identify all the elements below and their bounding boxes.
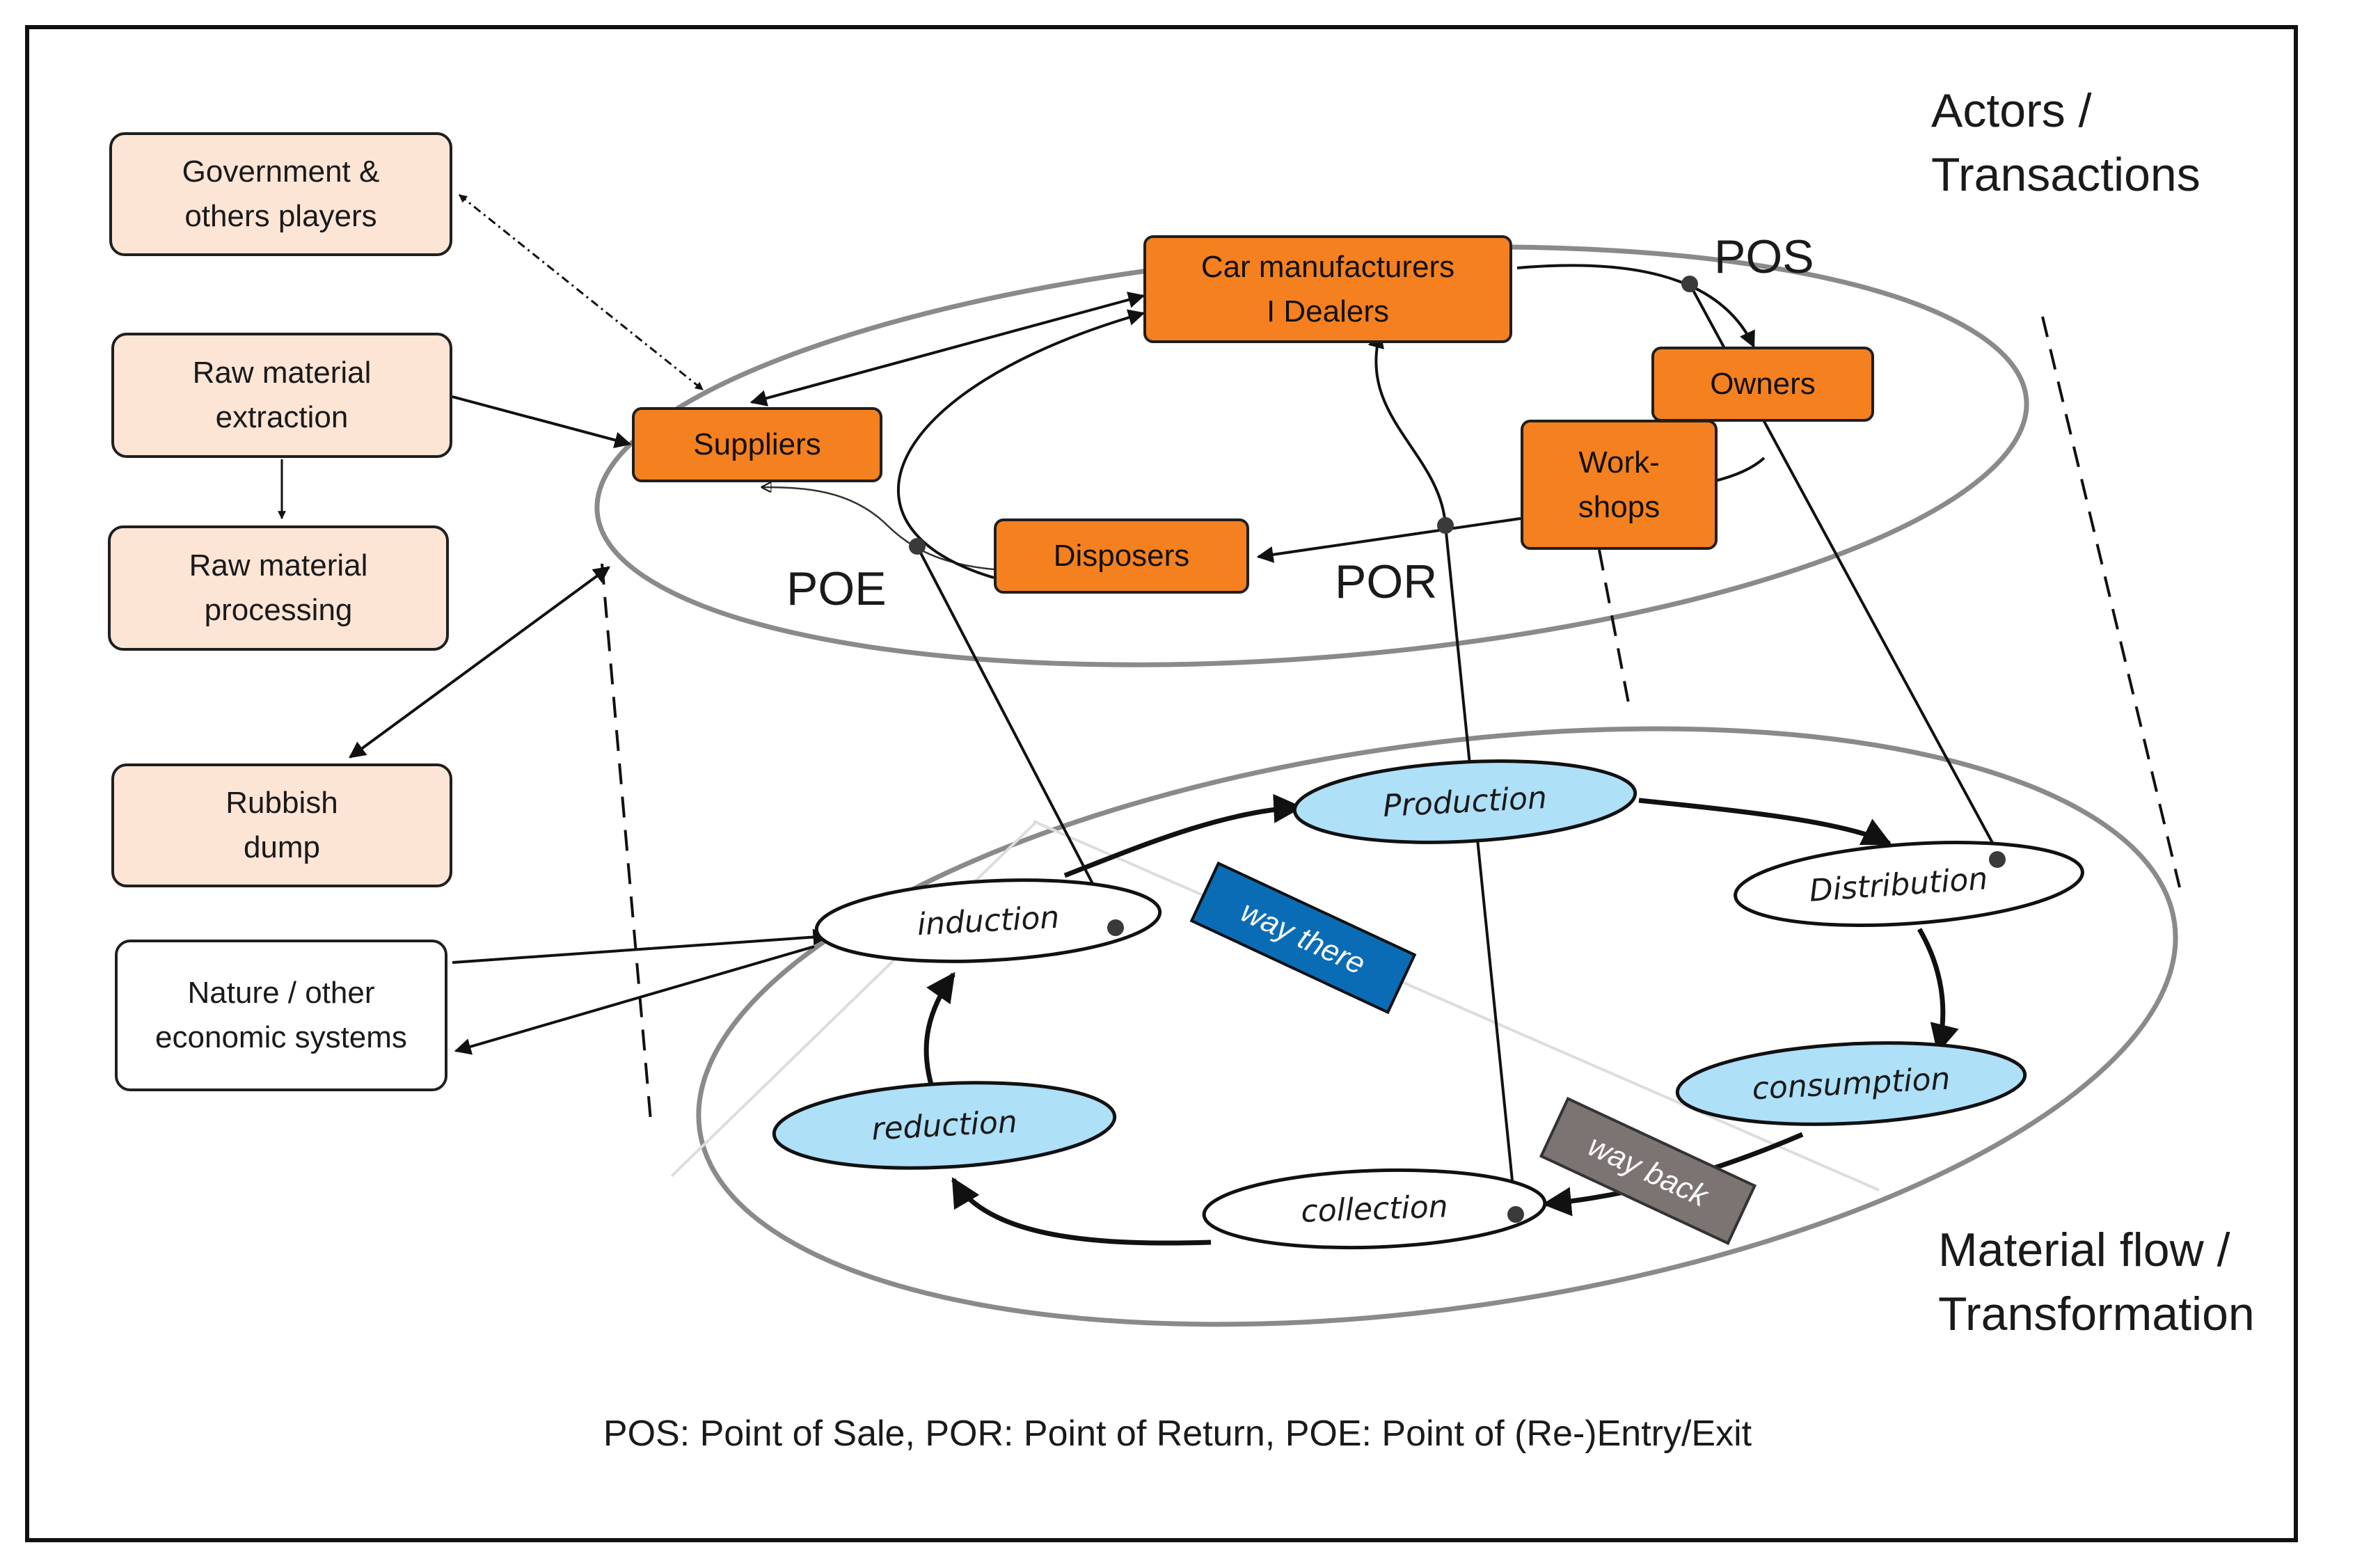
consumption-oval[interactable] <box>1675 1035 2027 1132</box>
arrow-poe-to-manufacturers <box>897 309 1145 579</box>
pos-label: POS <box>1714 230 1814 283</box>
arrow-suppliers-manufacturers <box>750 292 1145 406</box>
arrow-disposers-to-suppliers <box>762 487 994 571</box>
rubbish-dump-box[interactable]: Rubbish dump <box>111 763 452 887</box>
reduction-label: reduction <box>871 1104 1018 1148</box>
raw-material-extraction-box[interactable]: Raw material extraction <box>111 333 452 458</box>
arrow-extraction-to-suppliers <box>452 395 632 449</box>
car-manufacturers-dealers-box[interactable]: Car manufacturers I Dealers <box>1143 235 1512 343</box>
arrow-por-to-manufacturers <box>1367 331 1447 526</box>
workshops-box[interactable]: Work- shops <box>1521 420 1718 550</box>
production-label: Production <box>1382 780 1548 824</box>
actors-transactions-title: Actors / Transactions <box>1931 84 2201 201</box>
government-box[interactable]: Government & others players <box>109 132 452 256</box>
por-label: POR <box>1335 555 1438 608</box>
production-oval[interactable] <box>1292 753 1638 850</box>
arrow-workshops-to-disposers <box>1256 517 1521 563</box>
material-flow-title: Material flow / Transformation <box>1938 1223 2255 1340</box>
material-layer-ellipse <box>696 726 2178 1327</box>
arrow-government-suppliers <box>459 193 704 391</box>
induction-oval[interactable] <box>814 872 1162 969</box>
poe-label: POE <box>786 562 887 615</box>
collection-label: collection <box>1301 1189 1449 1229</box>
arrow-nature-to-induction <box>452 928 830 964</box>
arrow-rubbish-actors <box>349 566 610 759</box>
raw-material-processing-box[interactable]: Raw material processing <box>108 525 449 651</box>
suppliers-box[interactable]: Suppliers <box>632 407 882 482</box>
arrow-induction-to-nature <box>454 945 815 1055</box>
connection-points <box>909 276 2006 1223</box>
arrow-manufacturers-to-owners <box>1516 264 1755 349</box>
legend-footnote: POS: Point of Sale, POR: Point of Return… <box>603 1413 1752 1454</box>
reduction-oval[interactable] <box>772 1075 1117 1175</box>
collection-oval[interactable] <box>1202 1164 1547 1253</box>
material-cycle-arrows <box>923 793 1959 1246</box>
nature-economic-systems-box[interactable]: Nature / other economic systems <box>115 940 447 1091</box>
induction-label: induction <box>917 900 1061 943</box>
owners-box[interactable]: Owners <box>1651 347 1874 422</box>
layer-dashed-connectors <box>601 316 2181 1121</box>
disposers-box[interactable]: Disposers <box>994 518 1249 594</box>
